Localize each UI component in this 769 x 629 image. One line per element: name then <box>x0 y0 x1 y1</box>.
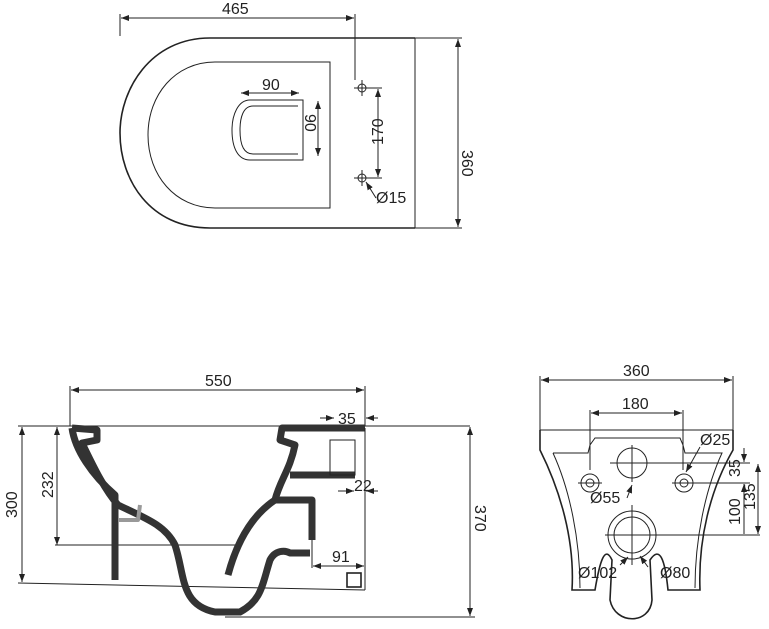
dim-d80: Ø80 <box>660 565 690 582</box>
dim-550: 550 <box>205 373 232 390</box>
rear-view: 360 180 Ø25 Ø55 Ø102 Ø80 35 100 135 <box>539 363 761 620</box>
top-view: 465 360 90 90 170 Ø15 <box>119 1 475 229</box>
dim-d15: Ø15 <box>376 190 406 207</box>
dim-135: 135 <box>742 483 759 510</box>
dim-35-rear: 35 <box>727 459 744 477</box>
dim-360-top: 360 <box>458 150 475 177</box>
bowl-opening <box>231 99 304 161</box>
dim-22: 22 <box>354 478 372 495</box>
dim-100: 100 <box>727 498 744 525</box>
dim-370: 370 <box>471 505 488 532</box>
dim-300: 300 <box>4 491 21 518</box>
dim-465: 465 <box>222 1 249 18</box>
seat-outline <box>147 61 331 209</box>
dim-90-width: 90 <box>262 77 280 94</box>
dim-90-depth: 90 <box>301 114 318 132</box>
rear-body-outline <box>539 430 734 620</box>
bowl-outline <box>119 37 415 229</box>
dim-91: 91 <box>332 549 350 566</box>
dim-d102: Ø102 <box>578 565 617 582</box>
dim-170: 170 <box>370 118 387 145</box>
dim-d25: Ø25 <box>700 432 730 449</box>
dim-35-side: 35 <box>338 411 356 428</box>
fixing-block <box>346 572 362 588</box>
side-view: 550 300 232 370 35 22 91 <box>4 373 488 618</box>
bowl-section-rear <box>224 496 316 576</box>
dim-180: 180 <box>622 396 649 413</box>
dim-232: 232 <box>40 471 57 498</box>
dim-d55: Ø55 <box>590 490 620 507</box>
dim-360-rear: 360 <box>623 363 650 380</box>
